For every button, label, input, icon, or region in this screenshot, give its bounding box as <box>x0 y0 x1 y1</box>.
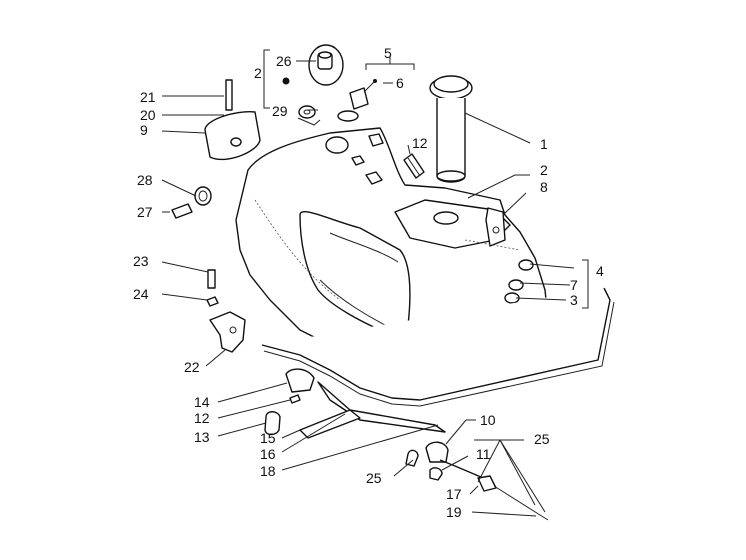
callout-6: 6 <box>396 75 404 91</box>
callout-4: 4 <box>596 263 604 279</box>
callout-23: 23 <box>133 253 149 269</box>
cover-assembly <box>204 79 261 161</box>
callout-28: 28 <box>137 172 153 188</box>
ring-29 <box>297 105 321 126</box>
callout-22: 22 <box>184 359 200 375</box>
callout-14: 14 <box>194 394 210 410</box>
callout-16: 16 <box>260 446 276 462</box>
bracket-22 <box>206 269 246 353</box>
callout-18: 18 <box>260 463 276 479</box>
callout-27: 27 <box>137 204 153 220</box>
callout-15: 15 <box>260 430 276 446</box>
vent-hose <box>261 287 615 407</box>
callout-20: 20 <box>140 107 156 123</box>
callout-1: 1 <box>540 136 548 152</box>
callout-7: 7 <box>570 277 578 293</box>
filler-neck <box>429 75 473 183</box>
callout-2-right: 2 <box>540 162 548 178</box>
callout-12-lower: 12 <box>194 410 210 426</box>
callout-21: 21 <box>140 89 156 105</box>
seal-assembly <box>337 56 415 122</box>
bolt-12-upper <box>403 153 425 179</box>
fuel-tap <box>405 441 549 521</box>
callout-10: 10 <box>480 412 496 428</box>
callout-13: 13 <box>194 429 210 445</box>
leader-lines <box>161 60 589 517</box>
callout-24: 24 <box>133 286 149 302</box>
callout-26: 26 <box>276 53 292 69</box>
callout-25-right: 25 <box>534 431 550 447</box>
callout-2-top: 2 <box>254 65 262 81</box>
callout-11: 11 <box>476 446 491 462</box>
callout-19: 19 <box>446 504 462 520</box>
callout-25-lower: 25 <box>366 470 382 486</box>
grommet-28 <box>171 186 212 219</box>
callout-3: 3 <box>570 292 578 308</box>
callout-12-upper: 12 <box>412 135 428 151</box>
callout-8: 8 <box>540 179 548 195</box>
cap-assembly <box>263 44 344 109</box>
callout-5: 5 <box>384 45 392 61</box>
callout-29: 29 <box>272 103 288 119</box>
callout-labels: 1 2 2 3 4 5 6 7 8 9 10 11 12 12 13 14 15… <box>133 45 604 520</box>
callout-17: 17 <box>446 486 462 502</box>
callout-9: 9 <box>140 122 148 138</box>
